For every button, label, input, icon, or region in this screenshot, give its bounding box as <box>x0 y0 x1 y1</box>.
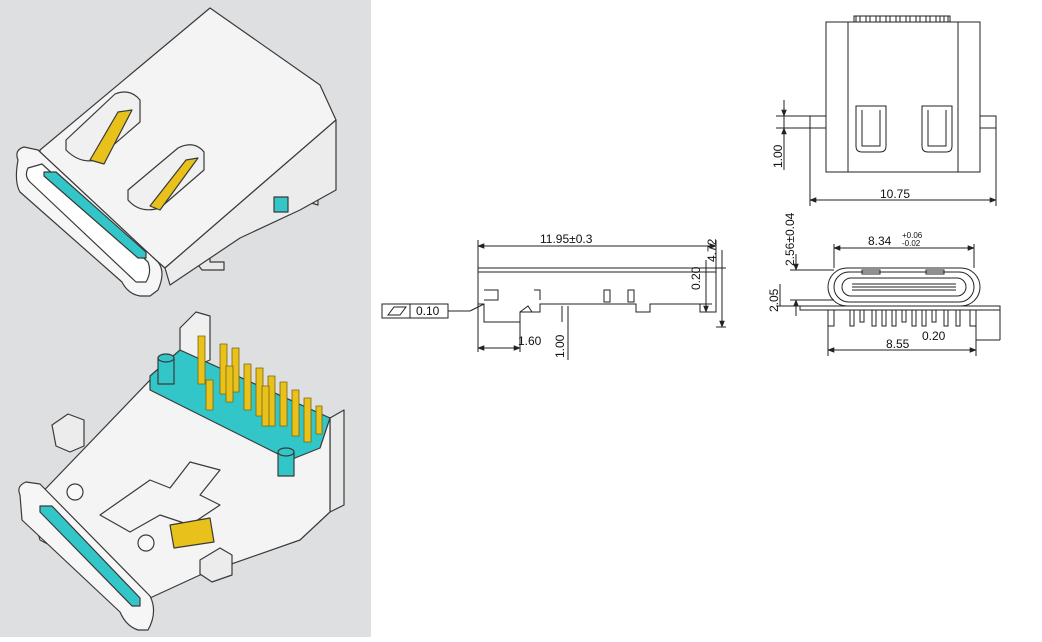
side-lead-label: 1.00 <box>553 334 567 358</box>
flatness-symbol-icon <box>387 306 407 316</box>
front-body-width-label: 8.55 <box>886 337 910 351</box>
side-height-label: 4.72 <box>705 238 719 262</box>
connector-bottom-render <box>18 311 345 631</box>
front-opening-height-label: 2.56±0.04 <box>783 212 797 266</box>
side-step-label: 0.20 <box>689 266 703 290</box>
connector-top-render <box>15 7 337 297</box>
side-view <box>448 240 726 360</box>
top-width-label: 10.75 <box>880 187 910 201</box>
side-length-label: 11.95±0.3 <box>540 232 593 246</box>
front-lead-thickness-label: 0.20 <box>922 329 946 343</box>
front-opening-width-tol-minus: -0.02 <box>902 239 921 248</box>
top-view <box>776 15 997 206</box>
render-panel <box>0 0 371 637</box>
flatness-value: 0.10 <box>416 304 440 318</box>
connector-render <box>15 7 345 631</box>
front-standoff-label: 2.05 <box>767 288 781 312</box>
side-offset-label: 1.60 <box>518 334 542 348</box>
front-opening-width-tol-plus: +0.06 <box>902 231 923 240</box>
front-opening-width-label: 8.34 <box>868 234 892 248</box>
top-pitch-label: 1.00 <box>771 144 785 168</box>
front-view <box>776 244 1001 356</box>
flatness-frame <box>381 303 449 319</box>
